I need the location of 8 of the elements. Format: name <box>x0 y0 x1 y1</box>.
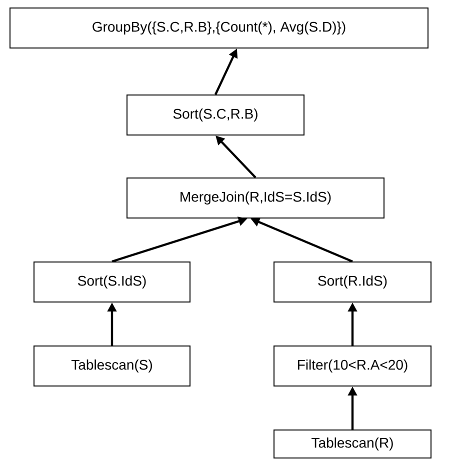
operator-box: Filter(10<R.A<20) <box>274 346 432 386</box>
operator-box: GroupBy({S.C,R.B},{Count(*), Avg(S.D)}) <box>10 8 428 48</box>
operator-box: Sort(R.IdS) <box>274 262 432 302</box>
operator-box: Tablescan(R) <box>274 430 432 458</box>
operator-box: MergeJoin(R,IdS=S.IdS) <box>126 178 384 218</box>
operator-box: Sort(S.C,R.B) <box>126 94 304 136</box>
operator-box: Tablescan(S) <box>34 346 190 386</box>
operator-box: Sort(S.IdS) <box>34 262 190 302</box>
